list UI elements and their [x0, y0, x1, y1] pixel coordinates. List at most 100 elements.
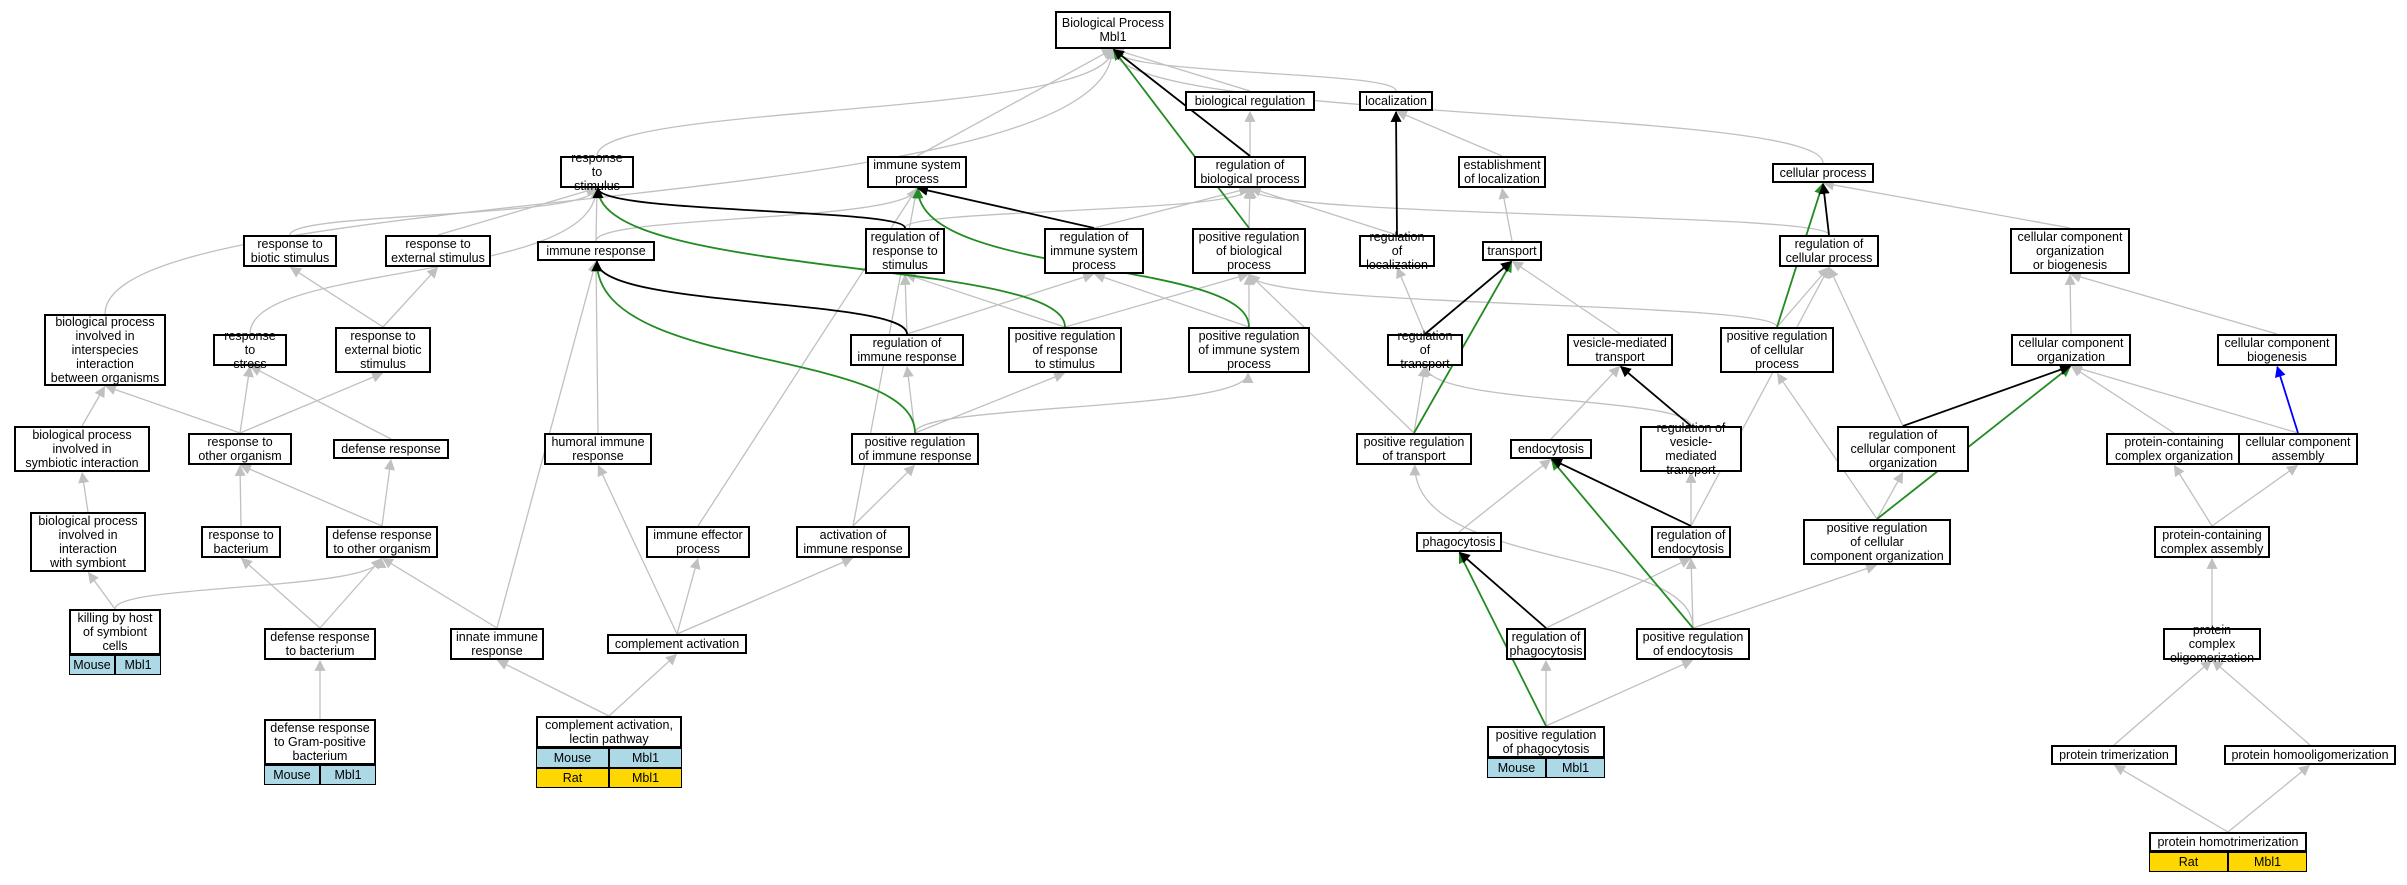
- go-term-bp-symbiotic[interactable]: biological process involved in symbiotic…: [14, 426, 150, 472]
- edge-reg-immune-resp-to-reg-resp-stim: [899, 273, 911, 335]
- edge-defense-resp-to-resp-stress: [249, 365, 392, 440]
- go-term-bp[interactable]: Biological Process Mbl1: [1055, 11, 1171, 49]
- go-term-defense-bacterium[interactable]: defense response to bacterium: [264, 628, 376, 660]
- edge-localization-to-bp: [1108, 48, 1397, 92]
- edge-vesicle-transport-to-transport: [1511, 260, 1621, 335]
- species-cell: Rat: [536, 768, 609, 788]
- go-term-cc-biogenesis[interactable]: cellular component biogenesis: [2217, 334, 2337, 366]
- go-term-reg-cc-org[interactable]: regulation of cellular component organiz…: [1837, 426, 1969, 472]
- go-term-immune-effector[interactable]: immune effector process: [646, 526, 750, 558]
- go-term-establish-loc[interactable]: establishment of localization: [1458, 156, 1546, 188]
- go-term-reg-endocytosis[interactable]: regulation of endocytosis: [1651, 526, 1731, 558]
- go-term-resp-external[interactable]: response to external stimulus: [385, 235, 491, 267]
- go-term-reg-transport[interactable]: regulation of transport: [1387, 329, 1463, 371]
- go-term-complement-lectin[interactable]: complement activation, lectin pathway: [536, 716, 682, 748]
- go-term-innate-immune[interactable]: innate immune response: [450, 628, 544, 660]
- edge-pos-reg-cc-org-to-cc-org: [1876, 365, 2072, 520]
- go-term-protein-homoolig[interactable]: protein homooligomerization: [2224, 745, 2396, 765]
- go-term-pos-reg-transport[interactable]: positive regulation of transport: [1356, 433, 1472, 465]
- edge-pos-reg-phagocytosis-to-pos-reg-endocytosis: [1545, 659, 1694, 727]
- edge-complement-activation-to-humoral: [597, 464, 678, 635]
- edge-transport-to-establish-loc: [1498, 187, 1513, 242]
- go-term-ccob[interactable]: cellular component organization or bioge…: [2010, 228, 2130, 274]
- go-term-pos-reg-phagocytosis[interactable]: positive regulation of phagocytosis: [1487, 726, 1605, 758]
- go-term-complement-activation[interactable]: complement activation: [607, 634, 747, 654]
- edge-resp-ext-biotic-to-resp-external: [382, 266, 439, 328]
- edge-cc-assembly-to-cc-org: [2070, 363, 2299, 434]
- go-term-defense-resp[interactable]: defense response: [333, 439, 449, 459]
- go-term-reg-resp-stim[interactable]: regulation of response to stimulus: [865, 228, 945, 274]
- go-term-reg-phagocytosis[interactable]: regulation of phagocytosis: [1506, 628, 1586, 660]
- edge-reg-immune-resp-to-immune-response: [591, 260, 908, 335]
- go-term-humoral[interactable]: humoral immune response: [544, 433, 652, 465]
- go-term-reg-immune-resp[interactable]: regulation of immune response: [850, 334, 964, 366]
- edge-resp-bacterium-to-resp-other-org: [234, 464, 246, 527]
- go-term-phagocytosis[interactable]: phagocytosis: [1416, 532, 1502, 552]
- go-term-pos-reg-immune-sys[interactable]: positive regulation of immune system pro…: [1188, 327, 1310, 373]
- gene-cell: Mbl1: [609, 768, 682, 788]
- go-term-pc-complex-org[interactable]: protein-containing complex organization: [2106, 433, 2242, 465]
- edge-reg-loc-to-localization: [1390, 110, 1402, 236]
- go-term-protein-trimer[interactable]: protein trimerization: [2051, 745, 2177, 765]
- go-term-defense-other-org[interactable]: defense response to other organism: [326, 526, 438, 558]
- go-term-reg-vesicle[interactable]: regulation of vesicle-mediated transport: [1640, 421, 1742, 477]
- edge-pos-reg-immune-resp-to-pos-reg-resp-stim: [914, 371, 1066, 434]
- edge-pos-reg-endocytosis-to-reg-endocytosis: [1685, 557, 1697, 629]
- go-term-resp-stim[interactable]: response to stimulus: [560, 151, 634, 193]
- go-term-reg-cell-proc[interactable]: regulation of cellular process: [1779, 235, 1879, 267]
- go-term-killing-host[interactable]: killing by host of symbiont cells: [69, 609, 161, 655]
- go-term-endocytosis[interactable]: endocytosis: [1510, 439, 1592, 459]
- edge-reg-vesicle-to-vesicle-transport: [1619, 365, 1692, 427]
- go-term-bio-reg[interactable]: biological regulation: [1185, 91, 1315, 111]
- edge-reg-resp-stim-to-resp-stim: [592, 187, 906, 229]
- go-term-defense-gram-pos[interactable]: defense response to Gram-positive bacter…: [264, 719, 376, 765]
- go-term-resp-other-org[interactable]: response to other organism: [188, 433, 292, 465]
- go-term-activation-immune[interactable]: activation of immune response: [796, 526, 910, 558]
- edge-phagocytosis-to-endocytosis: [1458, 458, 1552, 533]
- go-term-pos-reg-resp-stim[interactable]: positive regulation of response to stimu…: [1008, 327, 1122, 373]
- go-term-immune-response[interactable]: immune response: [537, 241, 655, 261]
- species-cell: Rat: [2149, 852, 2228, 872]
- edge-immune-sys-to-bp: [916, 48, 1114, 157]
- go-term-transport[interactable]: transport: [1482, 241, 1542, 261]
- go-term-resp-biotic[interactable]: response to biotic stimulus: [243, 235, 337, 267]
- go-term-pos-reg-bio[interactable]: positive regulation of biological proces…: [1192, 228, 1306, 274]
- edge-resp-other-org-to-resp-ext-biotic: [239, 372, 384, 434]
- go-term-resp-stress[interactable]: response to stress: [213, 329, 287, 371]
- edge-reg-endocytosis-to-reg-cell-proc: [1690, 266, 1830, 527]
- edge-complement-activation-to-activation-immune: [676, 557, 854, 635]
- go-term-resp-ext-biotic[interactable]: response to external biotic stimulus: [335, 327, 431, 373]
- edge-pos-reg-endocytosis-to-pos-reg-transport: [1409, 464, 1694, 629]
- go-term-cc-assembly[interactable]: cellular component assembly: [2238, 433, 2358, 465]
- go-term-protein-homotrimer[interactable]: protein homotrimerization: [2149, 832, 2307, 852]
- go-term-localization[interactable]: localization: [1359, 91, 1433, 111]
- go-term-reg-bio[interactable]: regulation of biological process: [1194, 156, 1306, 188]
- edge-establish-loc-to-localization: [1395, 110, 1503, 157]
- go-term-pos-reg-cc-org[interactable]: positive regulation of cellular componen…: [1803, 519, 1951, 565]
- go-term-bp-interspecies[interactable]: biological process involved in interspec…: [44, 314, 166, 386]
- go-term-cellular-process[interactable]: cellular process: [1772, 163, 1874, 183]
- edge-complement-activation-to-immune-effector: [676, 557, 701, 635]
- go-term-pos-reg-cell-proc[interactable]: positive regulation of cellular process: [1720, 327, 1834, 373]
- edge-resp-stress-to-resp-stim: [249, 187, 602, 335]
- go-term-pos-reg-endocytosis[interactable]: positive regulation of endocytosis: [1636, 628, 1750, 660]
- edge-reg-phagocytosis-to-reg-endocytosis: [1545, 557, 1692, 629]
- go-term-bp-with-symbiont[interactable]: biological process involved in interacti…: [30, 512, 146, 572]
- go-term-cc-org[interactable]: cellular component organization: [2011, 334, 2131, 366]
- edge-pos-reg-endocytosis-to-endocytosis: [1550, 458, 1694, 629]
- go-term-resp-bacterium[interactable]: response to bacterium: [201, 526, 281, 558]
- go-term-vesicle-transport[interactable]: vesicle-mediated transport: [1567, 334, 1673, 366]
- go-term-reg-loc[interactable]: regulation of localization: [1359, 230, 1435, 272]
- edge-reg-immune-sys-to-immune-sys: [916, 185, 1095, 229]
- edge-protein-homotrimer-to-protein-trimer: [2113, 764, 2229, 833]
- species-cell: Mouse: [69, 655, 115, 675]
- edge-bio-reg-to-bp: [1112, 46, 1251, 92]
- go-term-protein-complex-olig[interactable]: protein complex oligomerization: [2163, 623, 2261, 665]
- go-term-pc-complex-assembly[interactable]: protein-containing complex assembly: [2154, 526, 2270, 558]
- edge-pos-reg-bio-to-bp: [1112, 48, 1250, 229]
- edge-resp-external-to-resp-stim: [437, 185, 598, 236]
- go-term-immune-sys[interactable]: immune system process: [867, 156, 967, 188]
- edge-bp-symbiotic-to-bp-interspecies: [81, 385, 106, 427]
- go-term-reg-immune-sys[interactable]: regulation of immune system process: [1044, 228, 1144, 274]
- go-term-pos-reg-immune-resp[interactable]: positive regulation of immune response: [851, 433, 979, 465]
